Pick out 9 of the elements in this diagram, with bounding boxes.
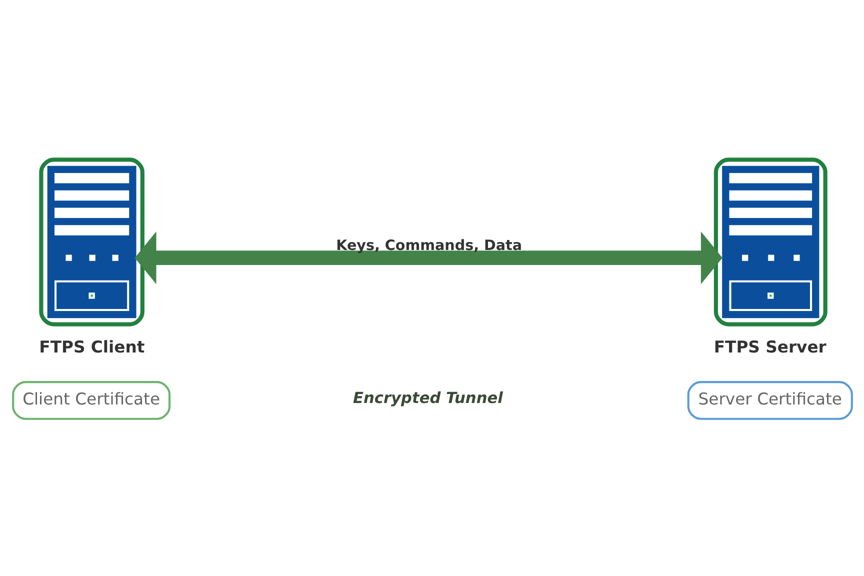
node-label: FTPS Server <box>713 338 826 357</box>
node-label: FTPS Client <box>38 338 144 357</box>
node-box <box>38 158 144 326</box>
arrow <box>134 231 722 284</box>
label: Encrypted Tunnel <box>352 389 502 408</box>
node-box <box>713 158 827 326</box>
node-box: Server Certificate <box>686 381 852 420</box>
edge-label: Keys, Commands, Data <box>336 238 522 254</box>
node-box: Client Certificate <box>12 381 170 420</box>
